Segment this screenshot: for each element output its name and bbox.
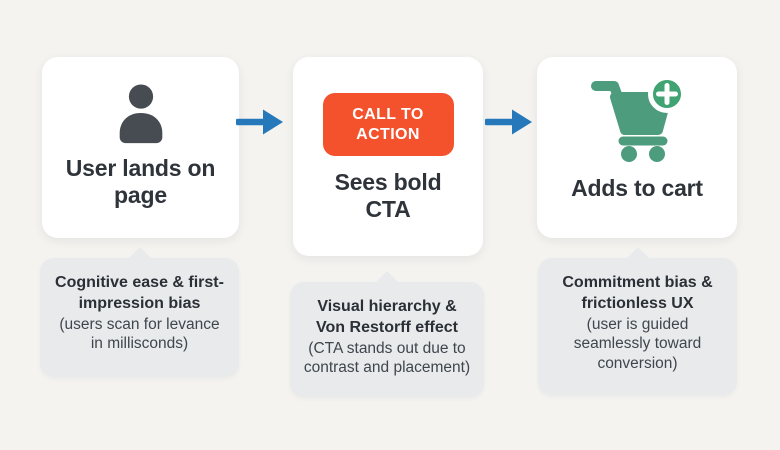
cta-button: CALL TO ACTION xyxy=(322,93,454,156)
step-title: Adds to cart xyxy=(571,175,703,201)
note-callout-cognitive-ease: Cognitive ease & first-impression bias (… xyxy=(40,258,239,377)
cart-plus-icon xyxy=(581,73,693,163)
arrow-right-icon xyxy=(234,106,286,138)
step-card-adds-to-cart: Adds to cart xyxy=(537,57,737,238)
note-detail: (users scan for levance in millisconds) xyxy=(59,315,220,353)
step-title: User lands on page xyxy=(65,155,216,209)
note-heading: Cognitive ease & first-impression bias xyxy=(55,274,224,312)
note-callout-commitment-bias: Commitment bias & frictionless UX (user … xyxy=(538,258,737,395)
note-detail: (user is guided seamlessly toward conver… xyxy=(573,315,702,373)
step-card-sees-cta: CALL TO ACTION Sees bold CTA xyxy=(293,57,483,256)
note-heading: Commitment bias & frictionless UX xyxy=(562,274,713,312)
note-heading: Visual hierarchy & Von Restorff effect xyxy=(316,298,458,336)
step-card-user-lands: User lands on page xyxy=(42,57,239,238)
step-title: Sees bold CTA xyxy=(334,169,442,223)
note-detail: (CTA stands out due to contrast and plac… xyxy=(303,339,471,377)
note-callout-von-restorff: Visual hierarchy & Von Restorff effect (… xyxy=(290,282,484,397)
arrow-right-icon xyxy=(483,106,535,138)
person-icon xyxy=(110,81,172,147)
